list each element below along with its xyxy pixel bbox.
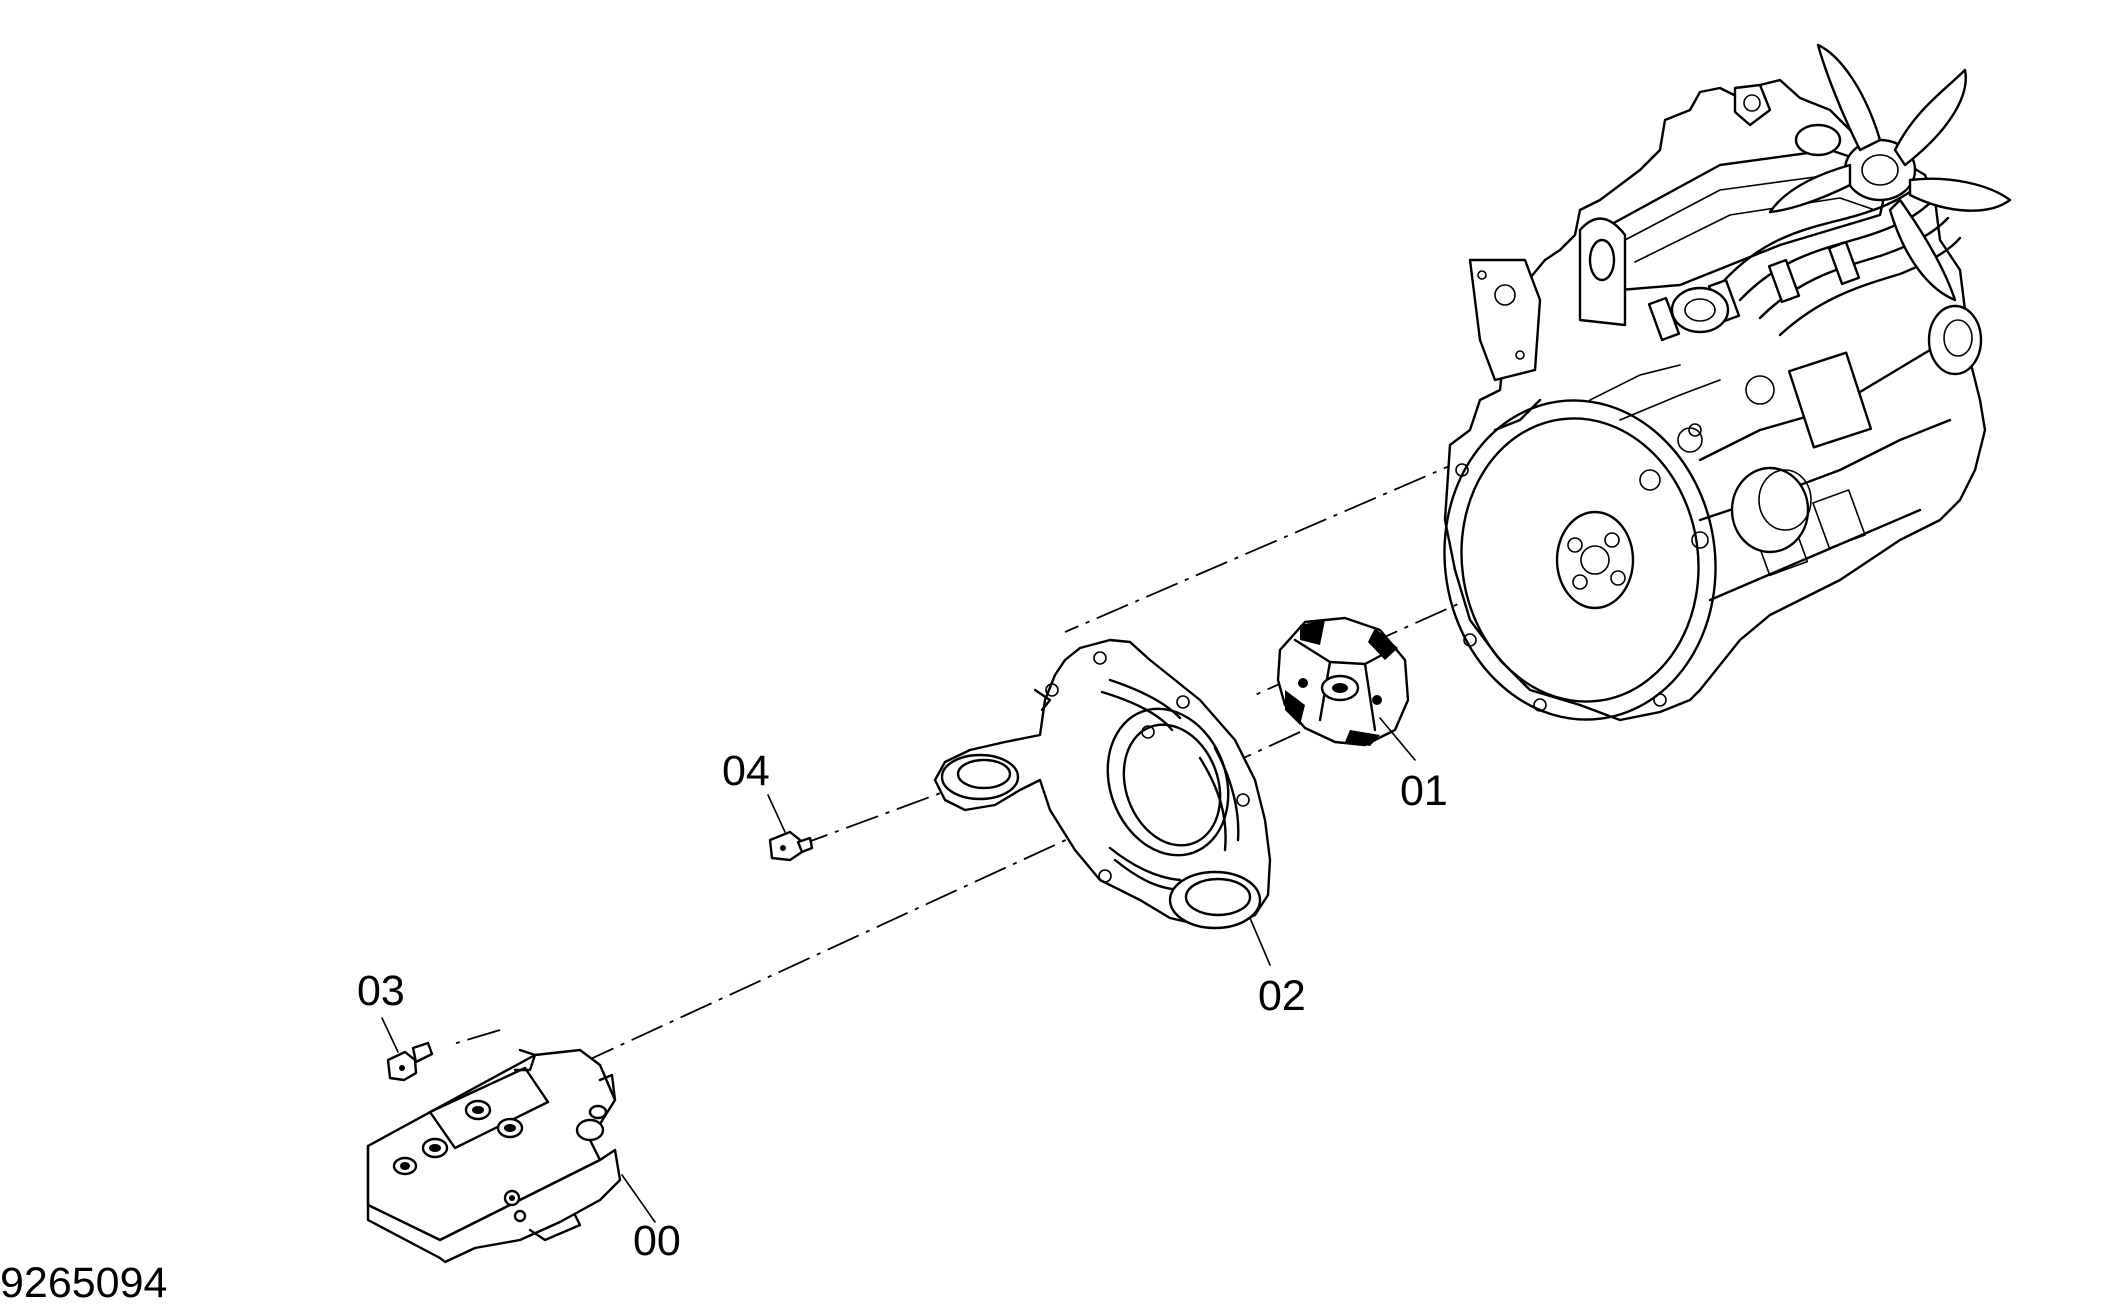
mounting-flange <box>933 638 1272 930</box>
flexible-coupling <box>1276 616 1410 747</box>
callout-04: 04 <box>722 747 770 795</box>
callout-02: 02 <box>1258 972 1306 1020</box>
drawing-number: 9265094 <box>0 1259 168 1307</box>
callout-01: 01 <box>1400 767 1448 815</box>
hydraulic-pump <box>366 1048 622 1264</box>
callout-03: 03 <box>357 967 405 1015</box>
pump-bolt <box>386 1041 434 1082</box>
callout-00: 00 <box>633 1217 681 1265</box>
engine-assembly <box>1443 43 2012 722</box>
flange-bolt <box>768 830 814 862</box>
leader-lines <box>381 717 1416 1223</box>
